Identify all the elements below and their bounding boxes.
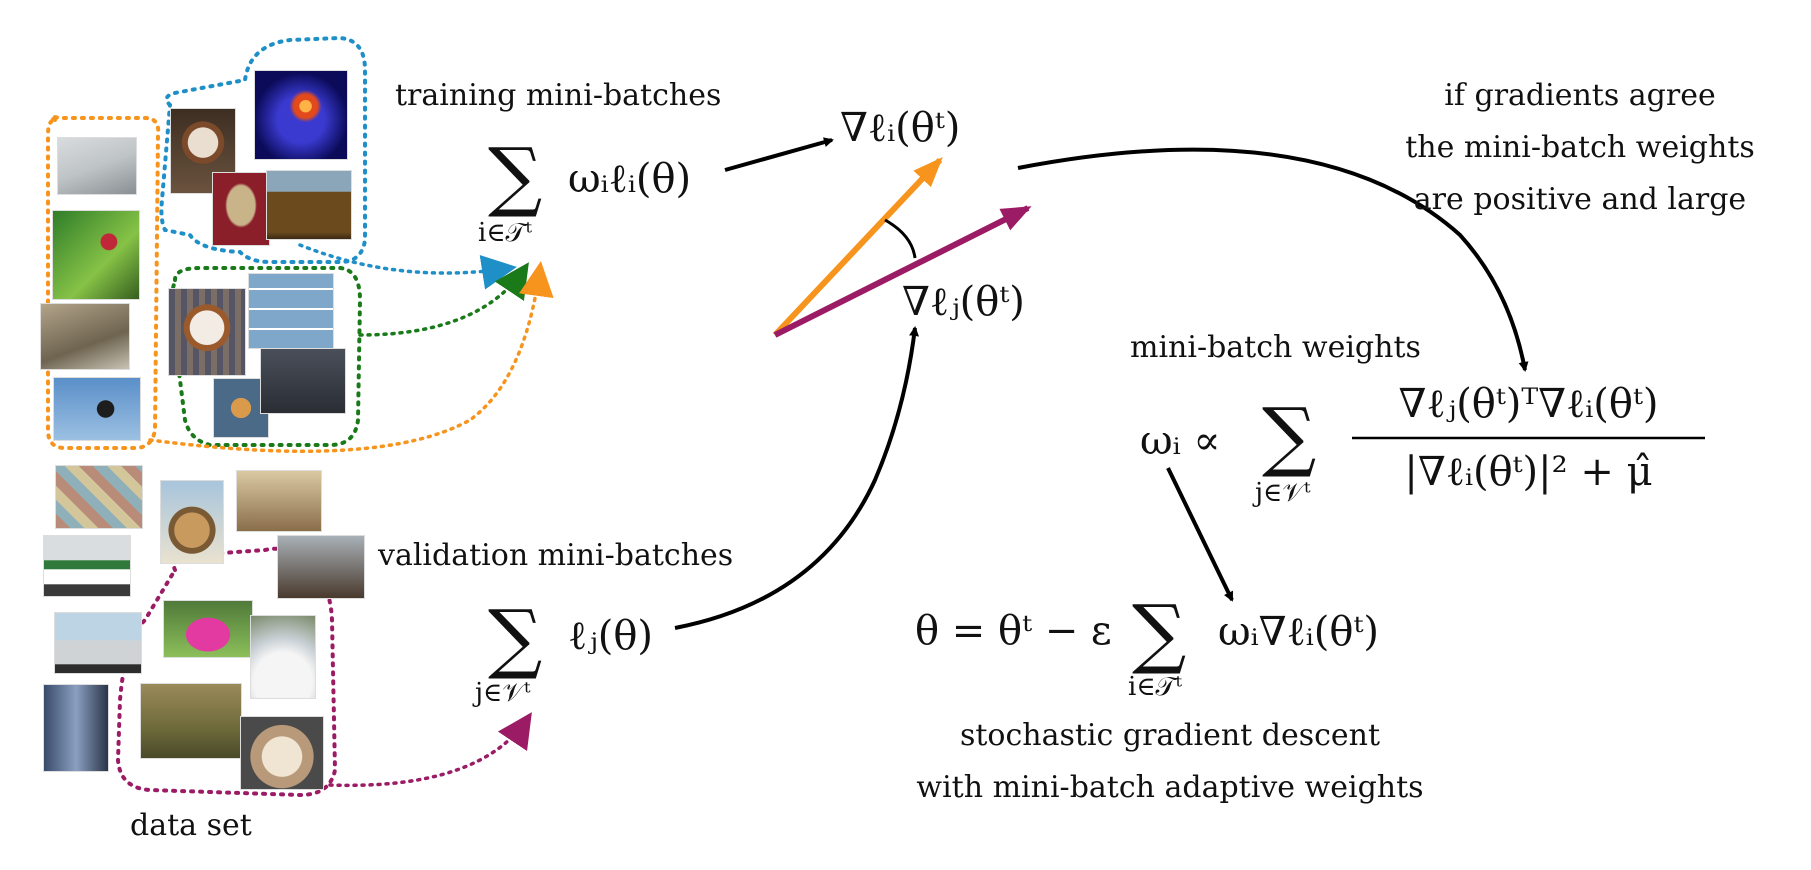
- photo-garden: [40, 303, 130, 370]
- photo-peacock: [250, 615, 316, 699]
- photo-truck: [54, 612, 142, 674]
- purple-dotted-arrow: [328, 712, 532, 788]
- arrow-grad-to-weights: [1017, 147, 1529, 372]
- angle-arc: [884, 218, 917, 259]
- weights-title: mini-batch weights: [1130, 330, 1421, 365]
- sgd-line-2: with mini-batch adaptive weights: [916, 770, 1424, 805]
- training-sum-index: i∈𝒯ᵗ: [478, 218, 532, 248]
- photo-phone-booth: [43, 684, 109, 772]
- orange-dotted-arrow: [148, 261, 554, 453]
- gradient-vector-j: [773, 205, 1032, 338]
- training-sum-body: ωᵢℓᵢ(θ): [568, 156, 692, 202]
- gradient-vector-i: [772, 157, 943, 338]
- photo-police-car: [43, 535, 131, 597]
- agree-line-3: are positive and large: [1413, 182, 1747, 217]
- validation-label: validation mini-batches: [378, 538, 734, 573]
- orange-cluster-outline: [46, 114, 161, 450]
- photo-postcards: [55, 465, 143, 529]
- weight-sum-index: j∈𝒱ᵗ: [1255, 478, 1311, 508]
- photo-toucan: [53, 377, 141, 441]
- green-cluster-outline: [167, 266, 363, 447]
- validation-sum-index: j∈𝒱ᵗ: [475, 678, 531, 708]
- training-label: training mini-batches: [395, 78, 722, 113]
- arrow-weights-to-update: [1166, 467, 1234, 602]
- photo-sign: [277, 535, 365, 599]
- photo-chest: [266, 170, 352, 240]
- arrow-train-to-grad-i: [724, 137, 834, 172]
- purple-cluster-outline: [115, 546, 338, 798]
- photo-match: [254, 70, 348, 160]
- photo-parrot: [52, 210, 140, 300]
- agree-line-1: if gradients agree: [1444, 78, 1716, 113]
- validation-sum-body: ℓⱼ(θ): [568, 613, 654, 659]
- agree-line-2: the mini-batch weights: [1405, 130, 1755, 165]
- sgd-line-1: stochastic gradient descent: [959, 718, 1381, 753]
- validation-sum-symbol: ∑: [488, 593, 543, 682]
- training-sum-symbol: ∑: [488, 131, 543, 220]
- dataset-label: data set: [130, 808, 252, 843]
- update-body: ωᵢ∇ℓᵢ(θᵗ): [1218, 609, 1379, 655]
- photo-chow: [240, 716, 324, 790]
- weight-sum-symbol: ∑: [1262, 391, 1317, 480]
- green-dotted-arrow: [358, 262, 529, 337]
- gradient-j-label: ∇ℓⱼ(θᵗ): [902, 279, 1025, 325]
- update-sum-index: i∈𝒯ᵗ: [1128, 672, 1182, 702]
- photo-wolf: [57, 137, 137, 195]
- photo-logs: [160, 480, 224, 564]
- weight-denominator: |∇ℓᵢ(θᵗ)|² + μ̂: [1404, 449, 1653, 495]
- photo-hall: [236, 470, 322, 532]
- photo-safe: [260, 348, 346, 414]
- update-sum-symbol: ∑: [1132, 588, 1187, 677]
- gradient-i-label: ∇ℓᵢ(θᵗ): [840, 105, 961, 151]
- blue-cluster-outline: [159, 35, 367, 264]
- photo-pink-car: [163, 600, 253, 658]
- blue-dotted-arrow: [298, 243, 517, 290]
- photo-birds-grid: [248, 273, 334, 349]
- update-lhs: θ = θᵗ − ε: [915, 608, 1112, 654]
- photo-shield: [212, 172, 270, 246]
- weight-lhs: ωᵢ ∝: [1140, 418, 1221, 464]
- weight-numerator: ∇ℓⱼ(θᵗ)ᵀ∇ℓᵢ(θᵗ): [1398, 381, 1659, 427]
- photo-deer: [140, 683, 242, 759]
- photo-puppy: [168, 288, 246, 376]
- arrow-val-to-grad-j: [674, 326, 919, 630]
